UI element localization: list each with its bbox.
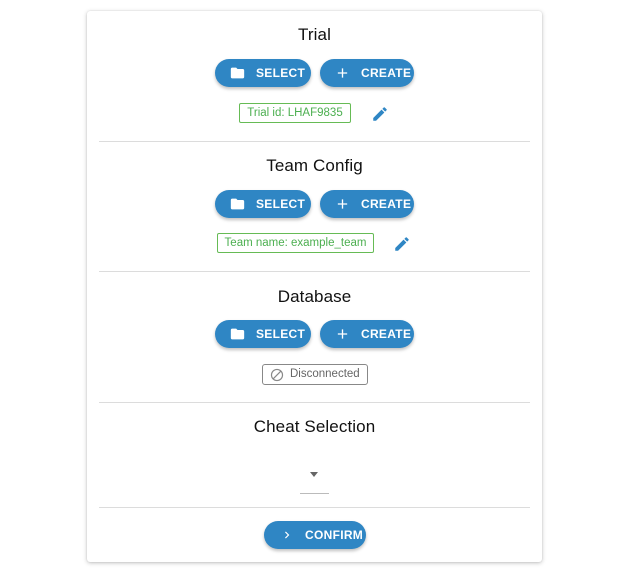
trial-create-label: CREATE — [361, 66, 412, 80]
database-select-label: SELECT — [256, 327, 306, 341]
team-config-title: Team Config — [266, 156, 363, 175]
pencil-icon[interactable] — [371, 105, 389, 123]
team-create-label: CREATE — [361, 197, 412, 211]
setup-card: Trial SELECT CREATE Trial id: LHAF9835 T… — [87, 11, 542, 562]
section-divider — [99, 141, 530, 142]
database-status-text: Disconnected — [290, 368, 360, 380]
pencil-icon[interactable] — [393, 235, 411, 253]
caret-down-icon — [310, 472, 318, 477]
plus-icon — [337, 199, 348, 209]
trial-title: Trial — [298, 25, 331, 44]
cheat-select[interactable] — [300, 459, 329, 494]
section-divider — [99, 507, 530, 508]
block-icon — [270, 368, 284, 382]
database-select-button[interactable]: SELECT — [215, 320, 311, 348]
folder-icon — [230, 67, 245, 79]
folder-icon — [230, 328, 245, 340]
plus-icon — [337, 329, 348, 339]
trial-create-button[interactable]: CREATE — [320, 59, 414, 87]
database-create-label: CREATE — [361, 327, 412, 341]
folder-icon — [230, 198, 245, 210]
database-status-chip: Disconnected — [262, 364, 368, 385]
section-divider — [99, 271, 530, 272]
team-select-label: SELECT — [256, 197, 306, 211]
trial-select-button[interactable]: SELECT — [215, 59, 311, 87]
plus-icon — [337, 68, 348, 78]
trial-id-chip: Trial id: LHAF9835 — [239, 103, 351, 123]
team-name-chip: Team name: example_team — [217, 233, 374, 253]
database-title: Database — [277, 287, 352, 306]
team-select-button[interactable]: SELECT — [215, 190, 311, 218]
team-create-button[interactable]: CREATE — [320, 190, 414, 218]
chevron-right-icon — [285, 531, 290, 539]
cheat-selection-title: Cheat Selection — [253, 417, 376, 436]
database-create-button[interactable]: CREATE — [320, 320, 414, 348]
confirm-label: CONFIRM — [305, 528, 364, 542]
confirm-button[interactable]: CONFIRM — [264, 521, 366, 549]
trial-select-label: SELECT — [256, 66, 306, 80]
section-divider — [99, 402, 530, 403]
